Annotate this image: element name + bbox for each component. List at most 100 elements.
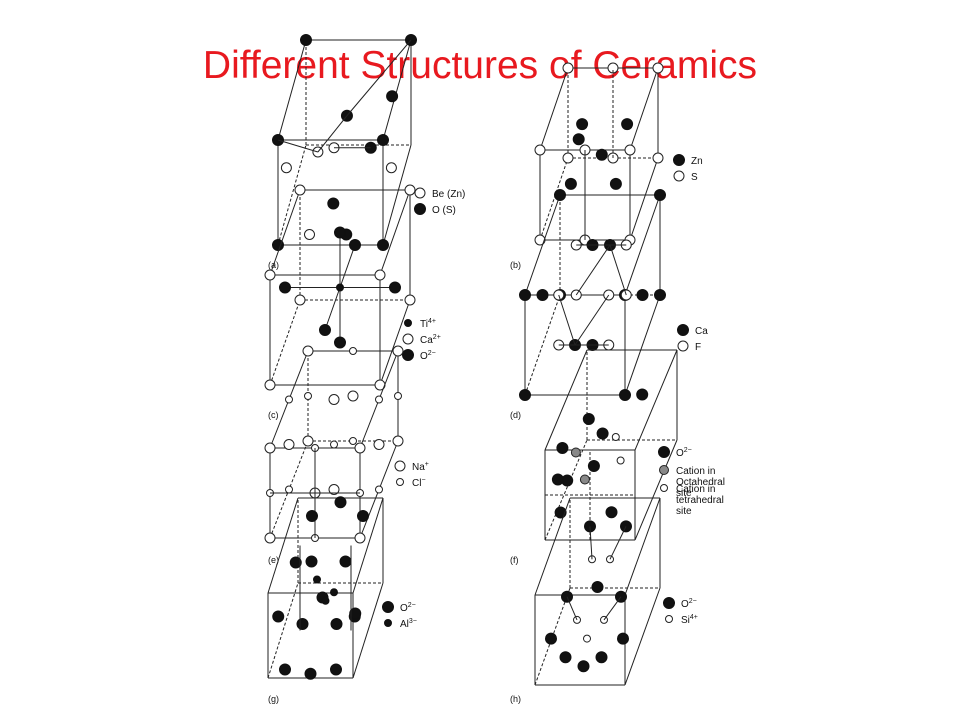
open-atom [374,269,386,281]
filled-atom [304,667,317,680]
filled-atom [330,663,342,676]
bond-line [544,349,588,451]
panel-c: Ti4+Ca2+O2−(c) [264,184,441,420]
bond-line [624,194,661,296]
filled-atom [272,610,285,623]
bond-line [524,194,561,296]
small-open-atom [285,395,293,404]
grey-atom [659,465,669,475]
open-atom [302,435,314,447]
legend-label: Ti4+ [420,318,436,330]
open-atom [402,333,414,345]
small-open-atom [616,456,625,465]
filled-atom [591,581,604,593]
filled-atom [596,427,609,440]
small-open-atom [394,392,402,400]
filled-atom [658,446,670,458]
open-atom [280,162,292,174]
small-open-atom [375,485,383,494]
bond-line [566,596,578,621]
panel-caption: (g) [268,694,279,704]
filled-atom [519,389,531,401]
bond-line [634,349,678,451]
small-filled-atom [321,596,330,605]
panel-d: CaF(d) [510,189,708,420]
legend-label: O2− [676,447,692,459]
bond-line [624,497,661,596]
filled-atom [377,134,389,146]
bond-line [609,526,627,560]
legend-label: O2− [400,602,416,614]
filled-atom [576,118,589,131]
filled-atom [334,496,347,509]
panel-a: Be (Zn)O (S)(a) [268,34,465,270]
open-atom [652,62,664,74]
small-open-atom [396,478,404,486]
filled-atom [296,618,309,630]
filled-atom [536,289,549,301]
filled-atom [559,651,572,664]
panel-h: O2−Si4+(h) [510,497,698,704]
filled-atom [595,148,608,161]
legend-label: Ca [695,326,708,337]
filled-atom [654,189,666,201]
legend-label: Al3− [400,618,417,630]
filled-atom [339,555,352,568]
open-atom [404,294,416,306]
small-filled-atom [384,619,392,627]
filled-atom [402,349,414,361]
filled-atom [572,133,585,146]
open-atom [404,184,416,196]
filled-atom [595,651,608,664]
legend-label: O2− [420,350,436,362]
open-atom [354,532,366,544]
filled-atom [330,618,343,630]
filled-atom [289,556,302,569]
filled-atom [334,226,346,239]
open-atom [294,294,306,306]
filled-atom [300,34,312,46]
bond-line [346,39,412,117]
bond-line [534,497,571,596]
open-atom [392,435,404,447]
panel-caption: (d) [510,410,521,420]
small-open-atom [375,395,383,404]
bond-line [575,244,611,296]
panel-caption: (e) [268,555,279,565]
bond-line [324,287,341,331]
open-atom [264,379,276,391]
bond-line [317,115,348,153]
filled-atom [673,154,685,166]
bond-line [339,244,356,288]
filled-atom [577,660,590,673]
small-open-atom [611,433,620,441]
open-atom [283,439,295,450]
bond-line [624,294,661,396]
legend-label: Si4+ [681,614,698,626]
open-atom [534,234,546,246]
bond-line [539,67,569,151]
open-atom [347,390,359,402]
filled-atom [582,413,595,425]
open-atom [264,269,276,281]
small-open-atom [330,440,338,449]
open-atom [354,442,366,454]
open-atom [302,345,314,357]
filled-atom [319,324,331,336]
bond-line [574,294,610,346]
open-atom [562,152,574,164]
filled-atom [663,597,675,609]
bond-line [634,439,678,541]
small-open-atom [665,615,673,623]
grey-atom [579,474,590,485]
legend-label: S [691,172,698,183]
panel-g: O2− Al3− (g) [267,496,417,704]
bond-line [379,299,411,386]
filled-atom [272,239,284,251]
filled-atom [636,289,649,301]
bond-line [267,582,299,679]
grey-atom [570,447,581,458]
